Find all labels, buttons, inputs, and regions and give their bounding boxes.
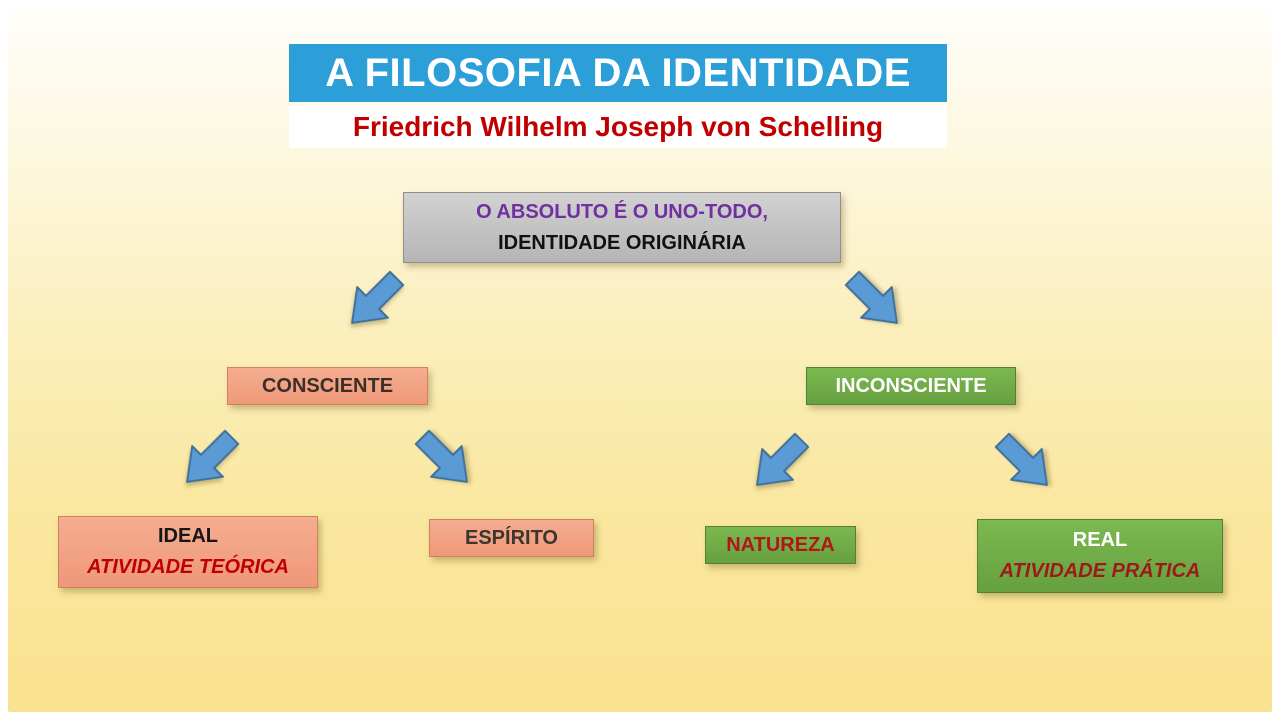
subtitle-banner: Friedrich Wilhelm Joseph von Schelling: [289, 105, 947, 148]
node-consciente: CONSCIENTE: [227, 367, 428, 405]
node-inconsciente: INCONSCIENTE: [806, 367, 1016, 405]
node-real-line2: ATIVIDADE PRÁTICA: [999, 560, 1201, 582]
node-natureza-label: NATUREZA: [726, 533, 835, 556]
node-ideal-line1: IDEAL: [158, 525, 218, 547]
node-espirito: ESPÍRITO: [429, 519, 594, 557]
node-consciente-label: CONSCIENTE: [261, 374, 394, 397]
node-absolute: O ABSOLUTO É O UNO-TODO, IDENTIDADE ORIG…: [403, 192, 841, 263]
title-banner: A FILOSOFIA DA IDENTIDADE: [289, 44, 947, 102]
arrow-inconsciente-to-natureza-icon: [739, 423, 818, 502]
node-absolute-line1: O ABSOLUTO É O UNO-TODO,: [476, 200, 768, 223]
arrow-inconsciente-to-real-icon: [985, 423, 1064, 502]
page-title: A FILOSOFIA DA IDENTIDADE: [325, 50, 911, 95]
node-real: REAL ATIVIDADE PRÁTICA: [977, 519, 1223, 593]
node-absolute-line2: IDENTIDADE ORIGINÁRIA: [498, 231, 746, 254]
node-real-line1: REAL: [1072, 529, 1128, 551]
node-natureza: NATUREZA: [705, 526, 856, 564]
node-ideal: IDEAL ATIVIDADE TEÓRICA: [58, 516, 318, 588]
node-espirito-label: ESPÍRITO: [465, 526, 558, 549]
page-subtitle: Friedrich Wilhelm Joseph von Schelling: [352, 110, 884, 142]
arrow-absolute-to-inconsciente-icon: [835, 261, 914, 340]
node-ideal-line2: ATIVIDADE TEÓRICA: [87, 556, 289, 578]
node-inconsciente-label: INCONSCIENTE: [835, 374, 987, 397]
arrow-absolute-to-consciente-icon: [334, 261, 413, 340]
arrow-consciente-to-ideal-icon: [169, 420, 248, 499]
arrow-consciente-to-espirito-icon: [405, 420, 484, 499]
